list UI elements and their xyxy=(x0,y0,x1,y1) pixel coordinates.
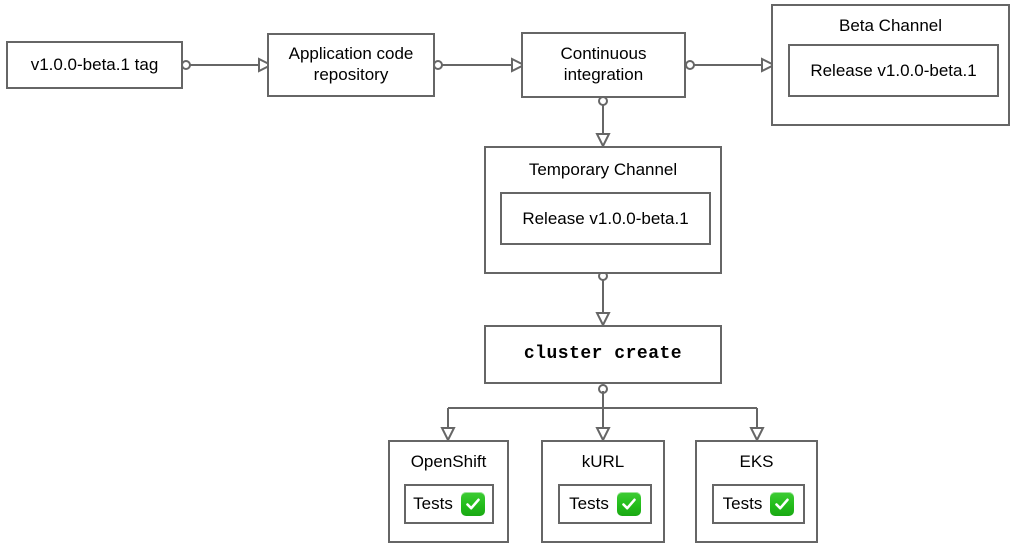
group-target-openshift[interactable]: OpenShift Tests xyxy=(388,440,509,543)
group-temporary-channel-title: Temporary Channel xyxy=(528,160,678,179)
group-target-kurl-title: kURL xyxy=(581,452,625,471)
group-target-openshift-title: OpenShift xyxy=(410,452,487,471)
node-openshift-tests-label: Tests xyxy=(413,494,453,513)
edge-repo-to-ci xyxy=(433,57,527,73)
edge-temporary-channel-to-cluster-create xyxy=(595,271,611,328)
edge-ci-to-temporary-channel xyxy=(595,96,611,149)
node-application-code-repository[interactable]: Application code repository xyxy=(267,33,435,97)
green-check-icon xyxy=(460,492,485,516)
node-cluster-create[interactable]: cluster create xyxy=(484,325,722,384)
edge-ci-to-beta-channel xyxy=(685,57,777,73)
node-kurl-tests[interactable]: Tests xyxy=(558,484,652,524)
node-cluster-create-label: cluster create xyxy=(523,343,683,364)
node-version-tag[interactable]: v1.0.0-beta.1 tag xyxy=(6,41,183,89)
group-temporary-channel[interactable]: Temporary Channel Release v1.0.0-beta.1 xyxy=(484,146,722,274)
group-target-eks-title: EKS xyxy=(739,452,774,471)
group-beta-channel-title: Beta Channel xyxy=(838,16,943,35)
green-check-icon xyxy=(770,492,795,516)
node-temporary-channel-release-label: Release v1.0.0-beta.1 xyxy=(522,208,689,228)
node-version-tag-label: v1.0.0-beta.1 tag xyxy=(30,54,159,74)
node-continuous-integration[interactable]: Continuous integration xyxy=(521,32,686,98)
node-eks-tests-label: Tests xyxy=(722,494,763,513)
node-eks-tests[interactable]: Tests xyxy=(712,484,805,524)
group-beta-channel[interactable]: Beta Channel Release v1.0.0-beta.1 xyxy=(771,4,1010,126)
node-temporary-channel-release[interactable]: Release v1.0.0-beta.1 xyxy=(500,192,711,245)
edge-cluster-create-branch xyxy=(440,384,765,443)
node-application-code-repository-label: Application code repository xyxy=(288,44,414,84)
node-kurl-tests-label: Tests xyxy=(569,494,609,513)
group-target-eks[interactable]: EKS Tests xyxy=(695,440,818,543)
node-beta-channel-release-label: Release v1.0.0-beta.1 xyxy=(810,60,977,80)
node-openshift-tests[interactable]: Tests xyxy=(404,484,494,524)
edge-tag-to-repo xyxy=(181,57,274,73)
node-beta-channel-release[interactable]: Release v1.0.0-beta.1 xyxy=(788,44,999,97)
group-target-kurl[interactable]: kURL Tests xyxy=(541,440,665,543)
green-check-icon xyxy=(616,492,641,516)
node-continuous-integration-label: Continuous integration xyxy=(560,44,647,84)
